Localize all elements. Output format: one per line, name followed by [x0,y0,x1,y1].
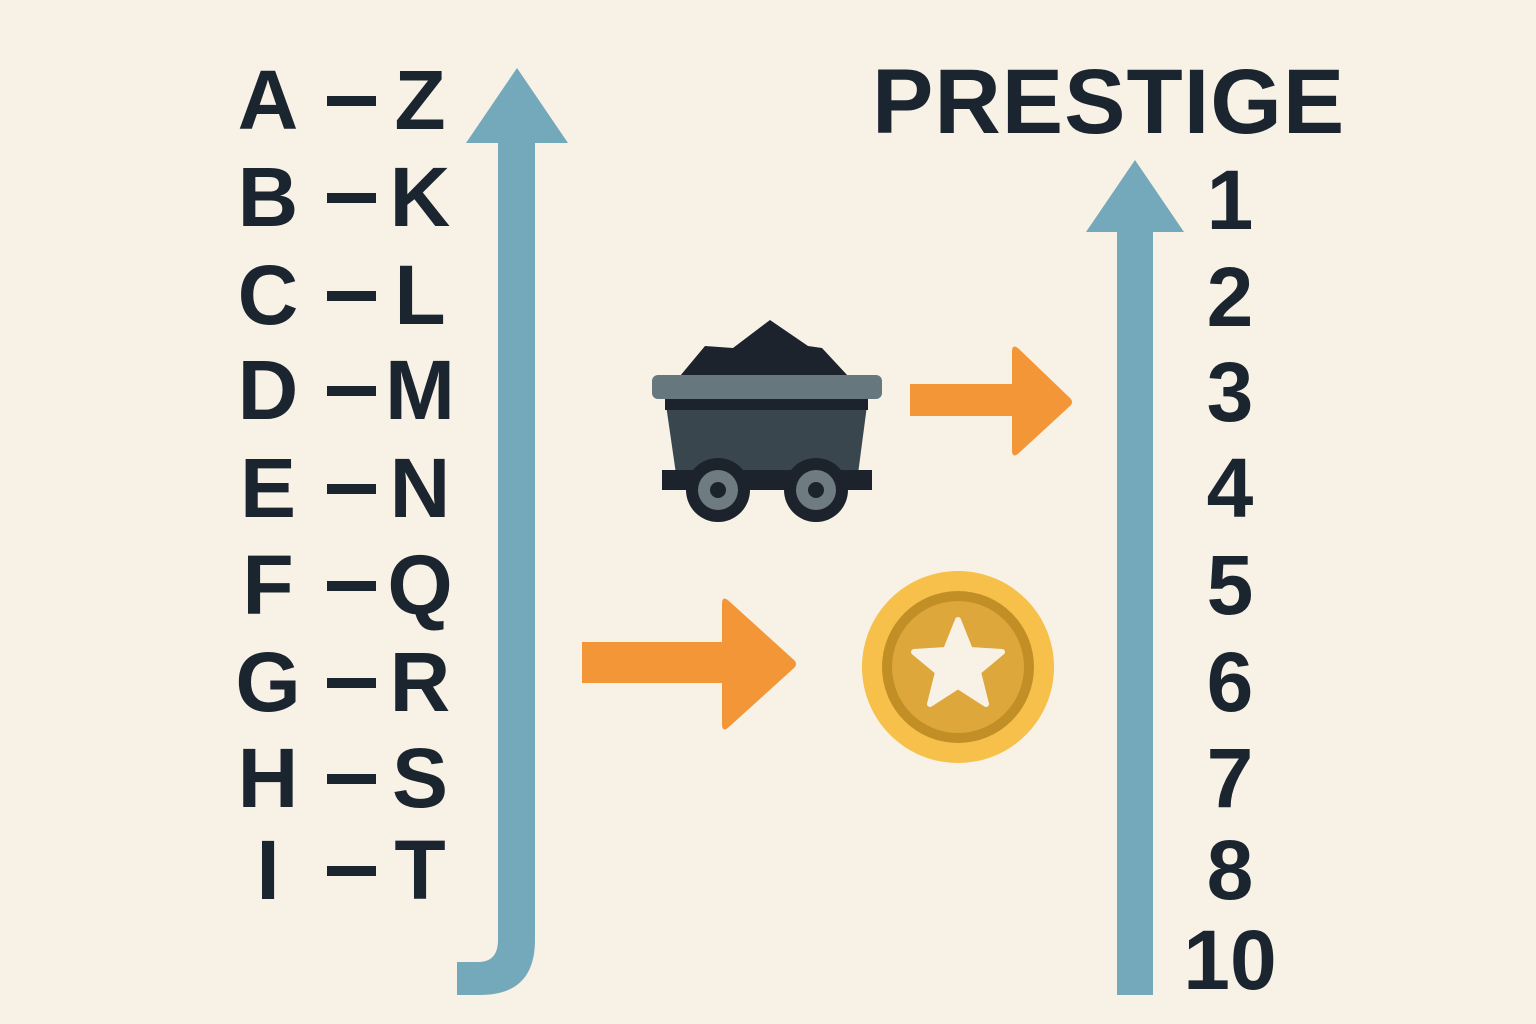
pair-right-letter: L [394,248,446,342]
prestige-level: 10 [1183,913,1277,1007]
pair-right-letter: N [389,441,451,535]
pair-right-letter: M [385,343,455,437]
pair-dash [327,291,376,301]
right-arrow-icon [582,598,796,730]
letter-pair: F Q [228,538,468,632]
pair-right-letter: K [389,150,451,244]
letter-pair: D M [228,343,468,437]
pair-dash [327,581,376,591]
up-arrow-icon [1086,160,1184,995]
letter-pair: C L [228,248,468,342]
letter-pair: E N [228,441,468,535]
pair-right-letter: S [391,731,449,825]
star-coin-icon [862,571,1054,763]
prestige-level: 4 [1206,441,1254,535]
pair-right-letter: Z [394,53,446,147]
letter-pair: H S [228,731,468,825]
pair-right-letter: Q [387,538,453,632]
prestige-level: 3 [1206,345,1254,439]
pair-dash [327,193,376,203]
up-arrow-with-hook-icon [457,68,568,995]
prestige-title: PRESTIGE [872,51,1346,153]
pair-left-letter: E [239,441,297,535]
prestige-level: 7 [1206,731,1254,825]
pair-left-letter: G [235,635,301,729]
letter-pair: B K [228,150,468,244]
pair-right-letter: T [394,823,446,917]
pair-left-letter: F [242,538,294,632]
mine-cart-icon [652,320,882,522]
pair-dash [327,386,376,396]
pair-left-letter: I [256,823,280,917]
prestige-level: 2 [1206,250,1254,344]
pair-dash [327,774,376,784]
letter-pair: G R [228,635,468,729]
pair-left-letter: C [237,248,299,342]
pair-dash [327,484,376,494]
prestige-level: 8 [1206,823,1254,917]
pair-dash [327,96,376,106]
right-arrow-icon [910,346,1072,456]
pair-left-letter: A [237,53,299,147]
pair-dash [327,678,376,688]
pair-left-letter: H [237,731,299,825]
letter-pair: A Z [228,53,468,147]
pair-right-letter: R [389,635,451,729]
pair-dash [327,866,376,876]
prestige-level: 5 [1206,538,1254,632]
pair-left-letter: D [237,343,299,437]
pair-left-letter: B [237,150,299,244]
prestige-level: 6 [1206,635,1254,729]
prestige-level: 1 [1206,153,1254,247]
letter-pair: I T [228,823,468,917]
